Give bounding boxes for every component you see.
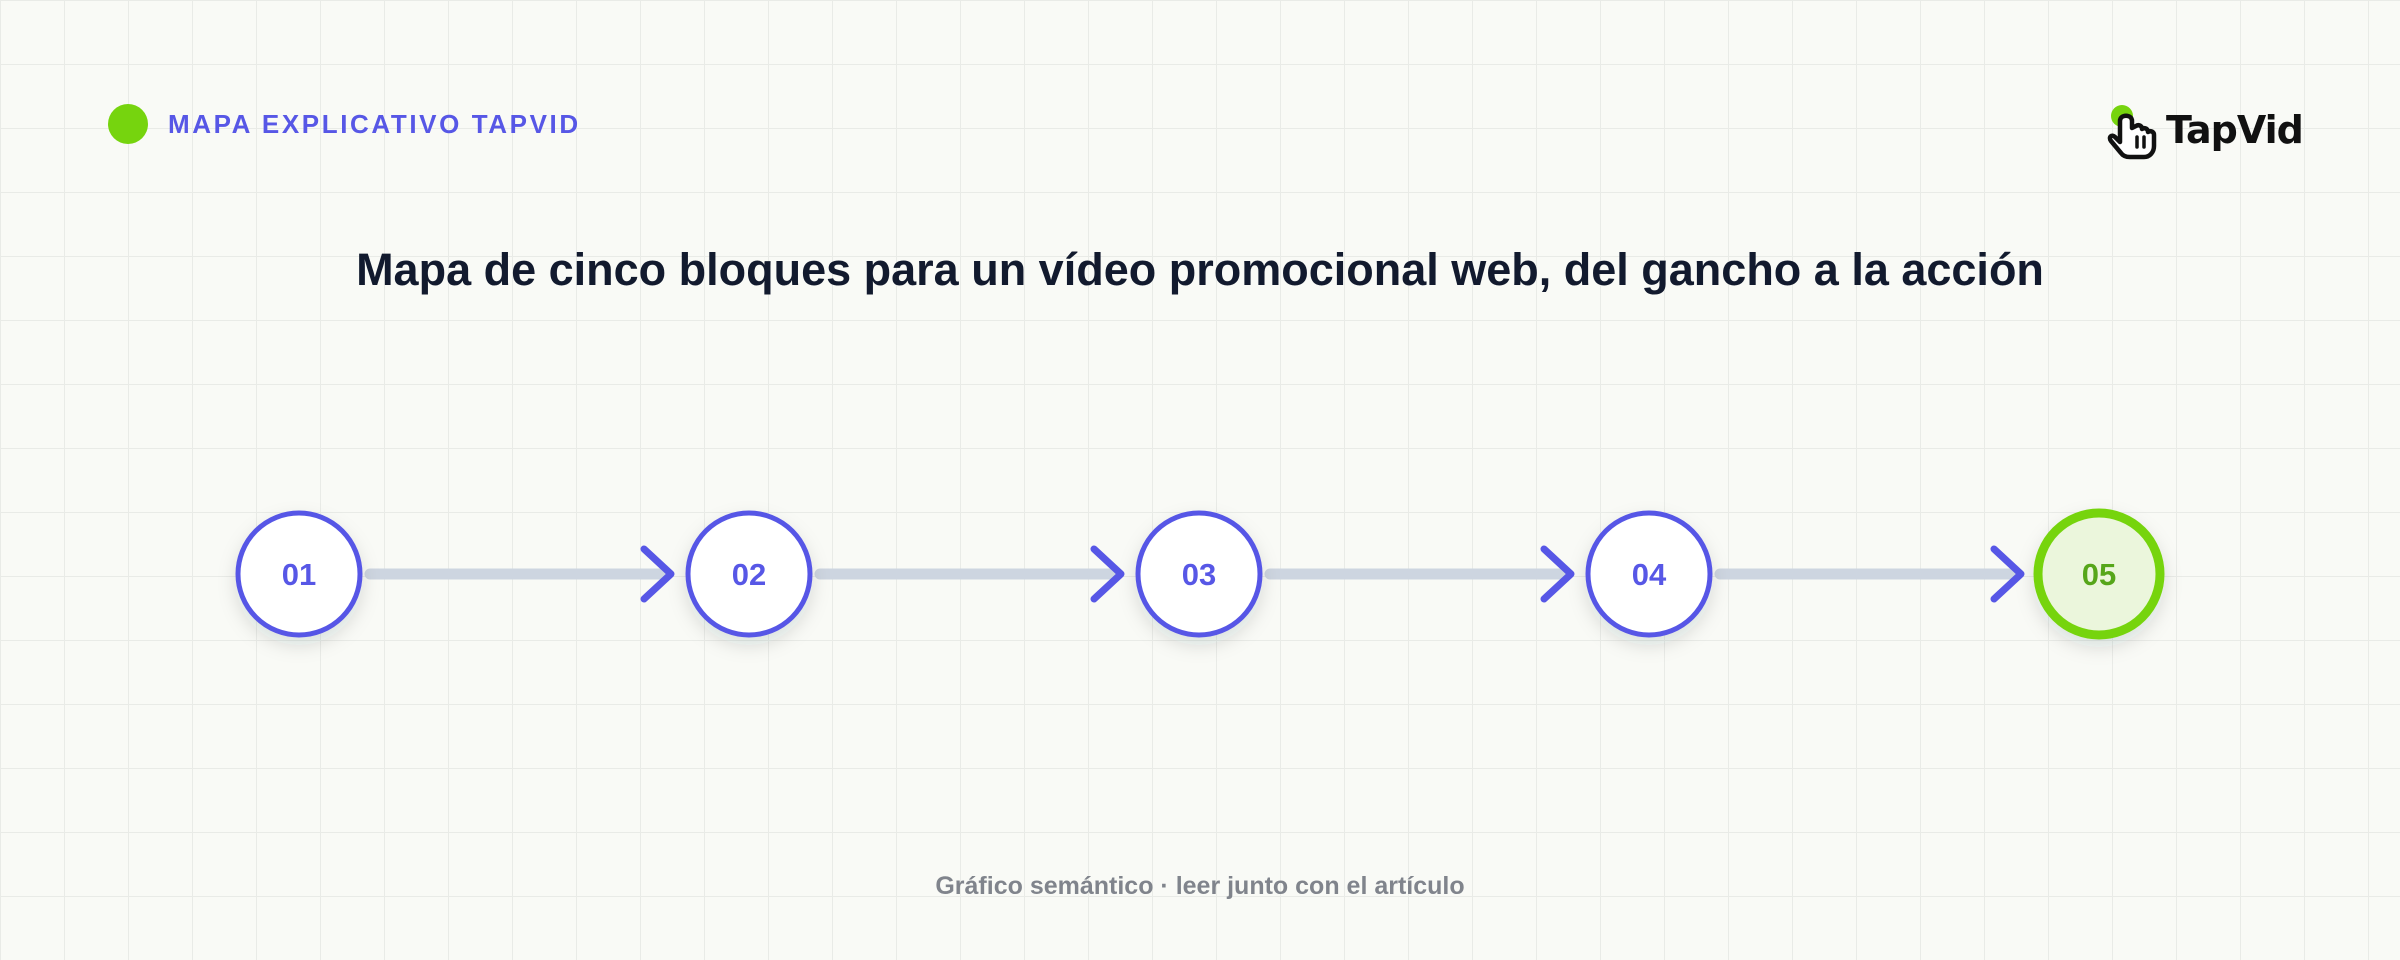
step-node: 05 [2033, 508, 2165, 640]
step-label: 04 [1632, 557, 1667, 592]
step-node: 04 [1585, 510, 1713, 638]
step-node: 01 [235, 510, 363, 638]
step-node: 03 [1135, 510, 1263, 638]
arrow-right-icon [1090, 545, 1125, 603]
step-circle [685, 510, 813, 638]
footer-note: Gráfico semántico · leer junto con el ar… [935, 872, 1465, 900]
logo-text: TapVid [2166, 108, 2304, 152]
step-circle [1135, 510, 1263, 638]
brand-tag: MAPA EXPLICATIVO TAPVID [108, 104, 581, 144]
step-circle [1585, 510, 1713, 638]
page-title: Mapa de cinco bloques para un vídeo prom… [356, 244, 2044, 295]
step-circle [2033, 508, 2165, 640]
arrow-right-icon [640, 545, 675, 603]
tapvid-logo: TapVid [2104, 100, 2304, 160]
pointer-hand-icon [2107, 105, 2157, 160]
step-node: 02 [685, 510, 813, 638]
step-label: 05 [2082, 557, 2116, 592]
step-label: 03 [1182, 557, 1216, 592]
arrow-right-icon [1540, 545, 1575, 603]
brand-tag-label: MAPA EXPLICATIVO TAPVID [168, 108, 581, 139]
step-circle [235, 510, 363, 638]
step-label: 01 [282, 557, 316, 592]
arrow-right-icon [1990, 545, 2025, 603]
step-label: 02 [732, 557, 766, 592]
green-dot-icon [108, 104, 148, 144]
